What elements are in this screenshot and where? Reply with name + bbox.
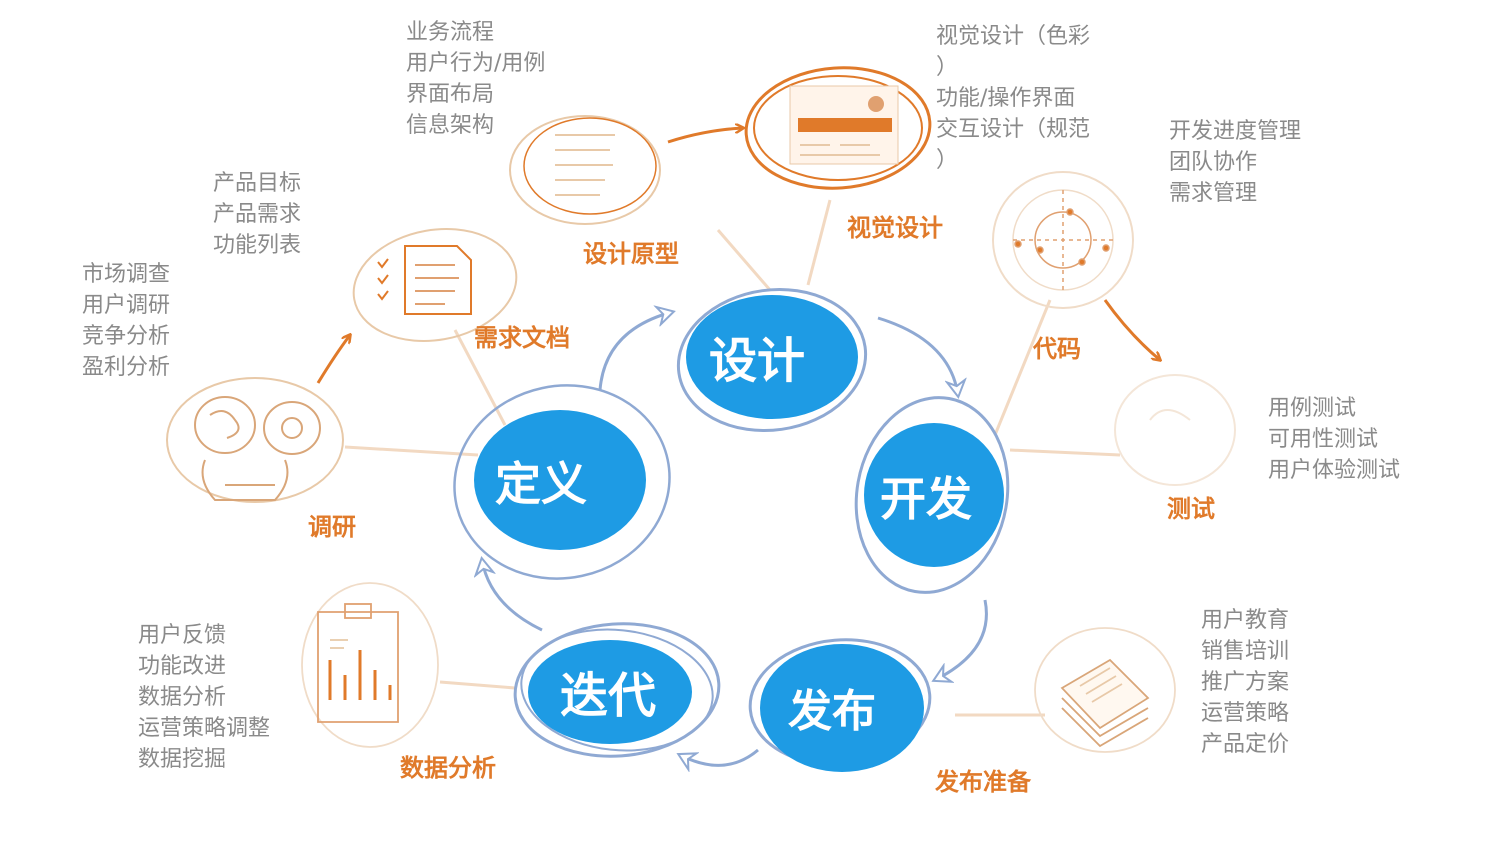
testing-item: 可用性测试 xyxy=(1268,424,1400,455)
requirements-items: 产品目标 产品需求 功能列表 xyxy=(213,168,301,261)
requirements-item: 产品需求 xyxy=(213,199,301,230)
research-item: 竞争分析 xyxy=(82,321,170,352)
code-item: 开发进度管理 xyxy=(1169,116,1301,147)
stage-design-label: 设计 xyxy=(709,333,805,389)
release-prep-item: 销售培训 xyxy=(1201,636,1289,667)
data-analysis-item: 数据挖掘 xyxy=(138,744,270,775)
faded-circle-icon xyxy=(1115,375,1235,485)
release-prep-item: 产品定价 xyxy=(1201,729,1289,760)
discussion-icon xyxy=(167,378,343,502)
label-data-analysis: 数据分析 xyxy=(400,748,496,783)
stage-release[interactable]: 发布 xyxy=(745,632,935,772)
testing-item: 用户体验测试 xyxy=(1268,455,1400,486)
data-analysis-item: 功能改进 xyxy=(138,651,270,682)
code-items: 开发进度管理 团队协作 需求管理 xyxy=(1169,116,1301,209)
stage-define-label: 定义 xyxy=(495,457,587,511)
research-item: 市场调查 xyxy=(82,259,170,290)
arrow-research-to-requirements xyxy=(318,335,350,383)
connector-line xyxy=(718,230,770,290)
stage-release-label: 发布 xyxy=(788,686,876,737)
data-analysis-items: 用户反馈 功能改进 数据分析 运营策略调整 数据挖掘 xyxy=(138,620,270,775)
stage-develop[interactable]: 开发 xyxy=(841,385,1023,604)
prototype-item: 信息架构 xyxy=(406,110,545,141)
arrow-prototype-to-visual xyxy=(668,128,743,142)
stage-design[interactable]: 设计 xyxy=(669,278,875,443)
ui-mockup-icon xyxy=(742,62,934,195)
research-item: 用户调研 xyxy=(82,290,170,321)
connector-line xyxy=(345,447,478,455)
prototype-item: 界面布局 xyxy=(406,79,545,110)
testing-items: 用例测试 可用性测试 用户体验测试 xyxy=(1268,393,1400,486)
label-release-prep: 发布准备 xyxy=(935,762,1031,797)
requirements-item: 产品目标 xyxy=(213,168,301,199)
visual-design-item: 功能/操作界面 xyxy=(936,83,1090,114)
arrow-release-to-iterate xyxy=(680,750,758,765)
arrow-design-to-develop xyxy=(878,318,958,395)
release-prep-item: 运营策略 xyxy=(1201,698,1289,729)
data-analysis-item: 运营策略调整 xyxy=(138,713,270,744)
connector-line xyxy=(1010,450,1120,455)
code-item: 团队协作 xyxy=(1169,147,1301,178)
research-items: 市场调查 用户调研 竞争分析 盈利分析 xyxy=(82,259,170,383)
release-prep-items: 用户教育 销售培训 推广方案 运营策略 产品定价 xyxy=(1201,605,1289,760)
stage-iterate[interactable]: 迭代 xyxy=(511,617,724,763)
label-visual-design: 视觉设计 xyxy=(847,208,943,243)
visual-design-items: 视觉设计（色彩 ） 功能/操作界面 交互设计（规范 ） xyxy=(936,21,1090,176)
testing-item: 用例测试 xyxy=(1268,393,1400,424)
code-item: 需求管理 xyxy=(1169,178,1301,209)
data-analysis-item: 用户反馈 xyxy=(138,620,270,651)
label-requirements-doc: 需求文档 xyxy=(474,318,570,353)
data-analysis-item: 数据分析 xyxy=(138,682,270,713)
stage-iterate-label: 迭代 xyxy=(560,668,656,724)
requirements-item: 功能列表 xyxy=(213,230,301,261)
arrow-code-to-testing xyxy=(1105,300,1160,360)
visual-design-item: ） xyxy=(936,52,1090,83)
connector-line xyxy=(440,682,515,688)
visual-design-item: 视觉设计（色彩 xyxy=(936,21,1090,52)
research-item: 盈利分析 xyxy=(82,352,170,383)
clipboard-chart-icon xyxy=(302,583,438,747)
release-prep-item: 用户教育 xyxy=(1201,605,1289,636)
visual-design-item: ） xyxy=(936,145,1090,176)
prototype-item: 业务流程 xyxy=(406,17,545,48)
target-crosshair-icon xyxy=(993,172,1133,308)
paper-stack-icon xyxy=(1035,628,1175,752)
connector-line xyxy=(808,200,830,285)
visual-design-item: 交互设计（规范 xyxy=(936,114,1090,145)
connector-line xyxy=(995,300,1050,435)
label-testing: 测试 xyxy=(1167,489,1215,524)
prototype-item: 用户行为/用例 xyxy=(406,48,545,79)
release-prep-item: 推广方案 xyxy=(1201,667,1289,698)
label-prototype: 设计原型 xyxy=(583,234,679,269)
arrow-define-to-design xyxy=(600,312,672,390)
label-research: 调研 xyxy=(308,507,356,542)
prototype-items: 业务流程 用户行为/用例 界面布局 信息架构 xyxy=(406,17,545,141)
stage-define[interactable]: 定义 xyxy=(436,366,687,599)
arrow-develop-to-release xyxy=(935,600,986,680)
label-code: 代码 xyxy=(1033,329,1081,364)
stage-develop-label: 开发 xyxy=(880,472,972,526)
